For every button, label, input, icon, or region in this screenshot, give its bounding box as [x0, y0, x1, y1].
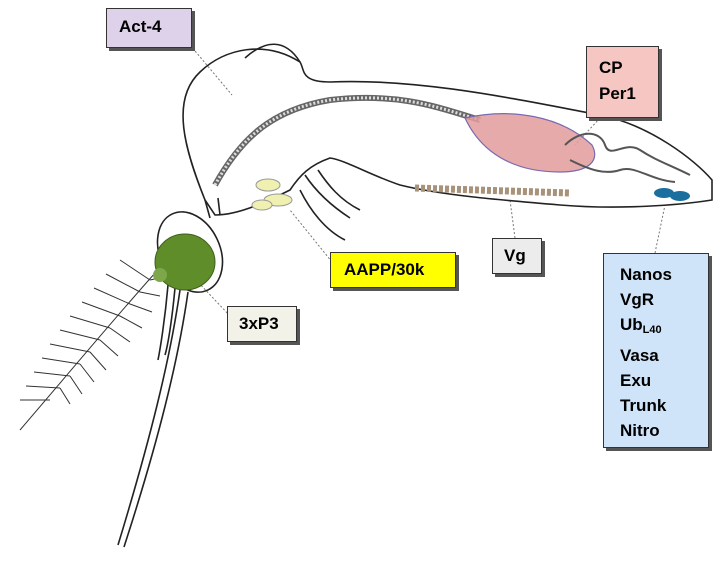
leader-act4 — [190, 45, 232, 95]
label-per1-text: Per1 — [599, 81, 658, 107]
gene-vgr: VgR — [620, 287, 708, 312]
antenna-hairs — [20, 260, 168, 404]
antenna-shaft — [20, 262, 165, 430]
label-cp-text: CP — [599, 55, 658, 81]
label-aapp-text: AAPP/30k — [344, 260, 455, 280]
gut-tube — [215, 98, 480, 185]
gene-ub: UbL40 — [620, 312, 708, 343]
label-act4-text: Act-4 — [119, 17, 191, 37]
label-vg-text: Vg — [504, 246, 541, 266]
ovary-2 — [670, 191, 690, 201]
antenna — [20, 260, 168, 430]
proboscis — [118, 290, 188, 547]
leader-3xp3 — [198, 282, 230, 316]
gene-exu: Exu — [620, 368, 708, 393]
label-3xp3: 3xP3 — [227, 306, 297, 342]
leader-vg — [510, 200, 515, 238]
gene-nanos: Nanos — [620, 262, 708, 287]
salivary-lobe-1 — [256, 179, 280, 191]
label-cp-per1: CP Per1 — [586, 46, 659, 118]
compound-eye — [155, 234, 215, 290]
gene-nitro: Nitro — [620, 418, 708, 443]
palps — [158, 285, 175, 360]
leader-genes — [655, 205, 665, 253]
label-3xp3-text: 3xP3 — [239, 314, 296, 334]
gene-ub-main: Ub — [620, 315, 643, 334]
thorax-hump — [245, 44, 300, 62]
gene-vasa: Vasa — [620, 343, 708, 368]
eye-spot — [153, 268, 167, 282]
gene-ub-sub: L40 — [643, 324, 662, 336]
leg-base — [300, 170, 360, 240]
label-germline-genes: Nanos VgR UbL40 Vasa Exu Trunk Nitro — [603, 253, 709, 448]
leader-aapp — [290, 210, 332, 262]
salivary-gland — [252, 179, 292, 210]
gene-trunk: Trunk — [620, 393, 708, 418]
label-aapp: AAPP/30k — [330, 252, 456, 288]
label-vg: Vg — [492, 238, 542, 274]
label-act4: Act-4 — [106, 8, 192, 48]
salivary-lobe-3 — [252, 200, 272, 210]
